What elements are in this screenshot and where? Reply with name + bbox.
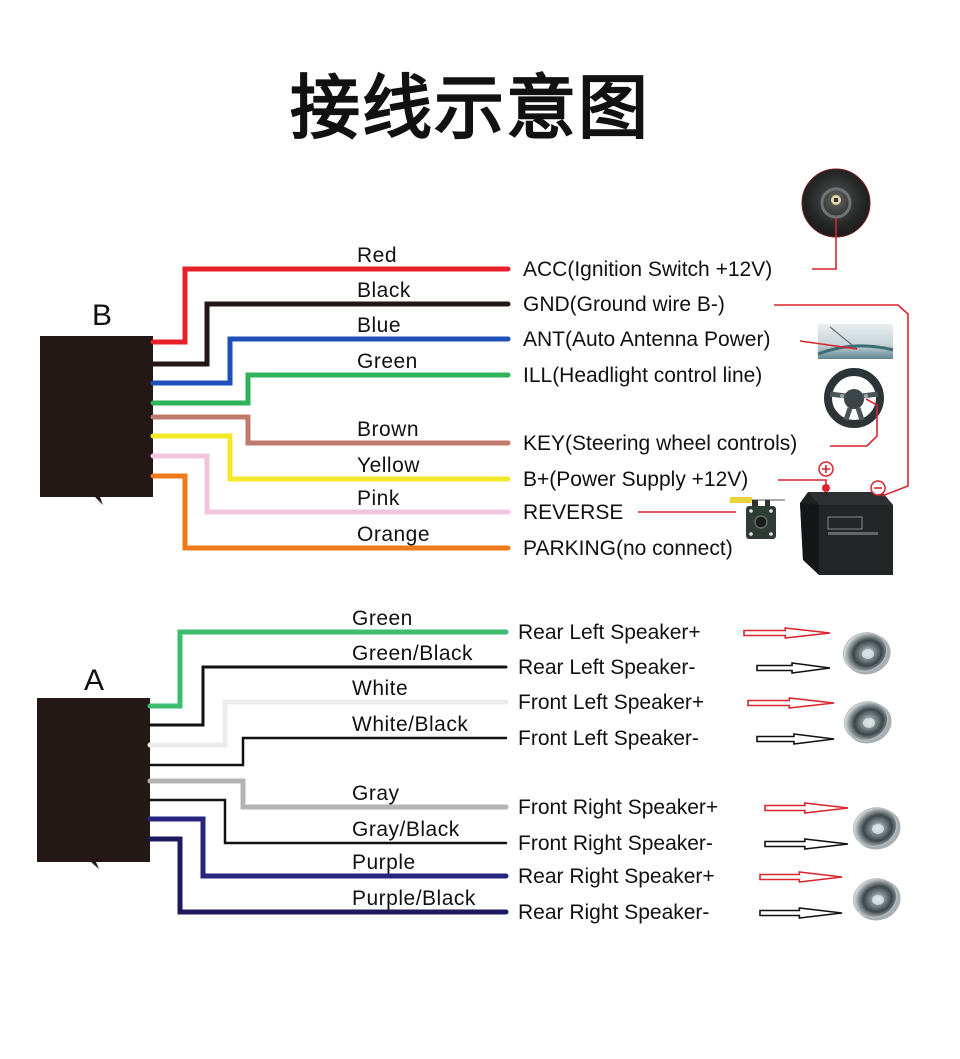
wire-blue bbox=[150, 336, 511, 386]
ignition-switch-icon bbox=[801, 168, 871, 238]
negative-arrow-icon bbox=[756, 662, 831, 674]
wire-color-label: White/Black bbox=[352, 713, 468, 736]
key-leader bbox=[830, 398, 878, 447]
wire-color-label: Blue bbox=[357, 314, 401, 337]
speaker-front-right-icon bbox=[852, 807, 901, 850]
connector-b-body bbox=[40, 336, 153, 505]
wire-function-label: Front Right Speaker- bbox=[518, 832, 713, 855]
positive-arrow-icon bbox=[764, 802, 849, 814]
positive-arrow-icon bbox=[759, 871, 843, 883]
wire-color-label: Purple bbox=[352, 851, 416, 874]
battery-icon bbox=[729, 461, 893, 575]
wire-green bbox=[147, 629, 509, 709]
antenna-icon bbox=[817, 324, 894, 359]
wire-function-label: Front Left Speaker+ bbox=[518, 691, 704, 714]
wire-green bbox=[150, 372, 511, 406]
ant-leader bbox=[799, 340, 858, 350]
speaker-rear-left-icon bbox=[842, 632, 891, 675]
wire-function-label: GND(Ground wire B-) bbox=[523, 293, 725, 316]
connector-b: B RedBlackBlueGreenBrownYellowPinkOrange… bbox=[40, 244, 797, 560]
speaker-rear-right-icon bbox=[852, 878, 901, 921]
leader-lines bbox=[638, 218, 909, 513]
wire-function-label: PARKING(no connect) bbox=[523, 537, 733, 560]
wire-color-label: Green bbox=[357, 350, 418, 373]
bplus-leader bbox=[778, 479, 827, 486]
wire-function-label: REVERSE bbox=[523, 501, 623, 524]
wire-yellow bbox=[150, 433, 511, 482]
wire-color-label: Brown bbox=[357, 418, 419, 441]
negative-arrow-icon bbox=[764, 838, 849, 850]
wire-function-label: ACC(Ignition Switch +12V) bbox=[523, 258, 772, 281]
wire-color-label: Pink bbox=[357, 487, 400, 510]
wire-white-black bbox=[148, 736, 508, 767]
wire-color-label: Gray/Black bbox=[352, 818, 460, 841]
gnd-leader bbox=[774, 304, 909, 497]
wire-color-label: Purple/Black bbox=[352, 887, 476, 910]
wire-color-label: White bbox=[352, 677, 408, 700]
negative-terminal-icon bbox=[870, 480, 886, 496]
wire-pink bbox=[150, 453, 511, 515]
reverse-camera-icon bbox=[735, 499, 785, 539]
wire-brown bbox=[150, 414, 511, 446]
wire-function-label: Front Left Speaker- bbox=[518, 727, 699, 750]
wire-purple-black bbox=[147, 836, 509, 915]
wire-color-label: Orange bbox=[357, 523, 430, 546]
wire-function-label: ILL(Headlight control line) bbox=[523, 364, 762, 387]
wire-function-label: Rear Right Speaker- bbox=[518, 901, 709, 924]
wire-black bbox=[150, 301, 511, 367]
wire-purple bbox=[147, 816, 509, 879]
wire-color-label: Gray bbox=[352, 782, 400, 805]
wire-red bbox=[150, 266, 511, 345]
connector-b-label: B bbox=[92, 299, 112, 332]
wire-color-label: Yellow bbox=[357, 454, 420, 477]
wire-white bbox=[147, 699, 509, 748]
wire-function-label: Rear Left Speaker- bbox=[518, 656, 695, 679]
wire-color-label: Red bbox=[357, 244, 397, 267]
wire-color-label: Green/Black bbox=[352, 642, 473, 665]
wire-function-label: B+(Power Supply +12V) bbox=[523, 468, 748, 491]
wire-color-label: Green bbox=[352, 607, 413, 630]
wire-function-label: Rear Right Speaker+ bbox=[518, 865, 715, 888]
speaker-front-left-icon bbox=[843, 701, 892, 744]
wire-green-black bbox=[148, 665, 508, 727]
positive-terminal-icon bbox=[818, 461, 834, 477]
diagram-title: 接线示意图 bbox=[290, 67, 650, 149]
wire-function-label: Front Right Speaker+ bbox=[518, 796, 718, 819]
negative-arrow-icon bbox=[759, 907, 843, 919]
wire-orange bbox=[150, 473, 511, 551]
wire-function-label: KEY(Steering wheel controls) bbox=[523, 432, 797, 455]
steering-wheel-icon bbox=[824, 368, 884, 428]
wire-gray bbox=[147, 778, 509, 810]
wire-function-label: ANT(Auto Antenna Power) bbox=[523, 328, 770, 351]
wire-color-label: Black bbox=[357, 279, 411, 302]
wire-gray-black bbox=[148, 798, 508, 845]
connector-a-body bbox=[37, 698, 150, 869]
wire-function-label: Rear Left Speaker+ bbox=[518, 621, 701, 644]
negative-arrow-icon bbox=[756, 733, 835, 745]
connector-a-label: A bbox=[84, 664, 104, 697]
acc-leader bbox=[812, 218, 837, 270]
connector-a: A GreenGreen/BlackWhiteWhite/BlackGrayGr… bbox=[37, 607, 901, 924]
positive-arrow-icon bbox=[743, 627, 831, 639]
positive-arrow-icon bbox=[747, 697, 835, 709]
